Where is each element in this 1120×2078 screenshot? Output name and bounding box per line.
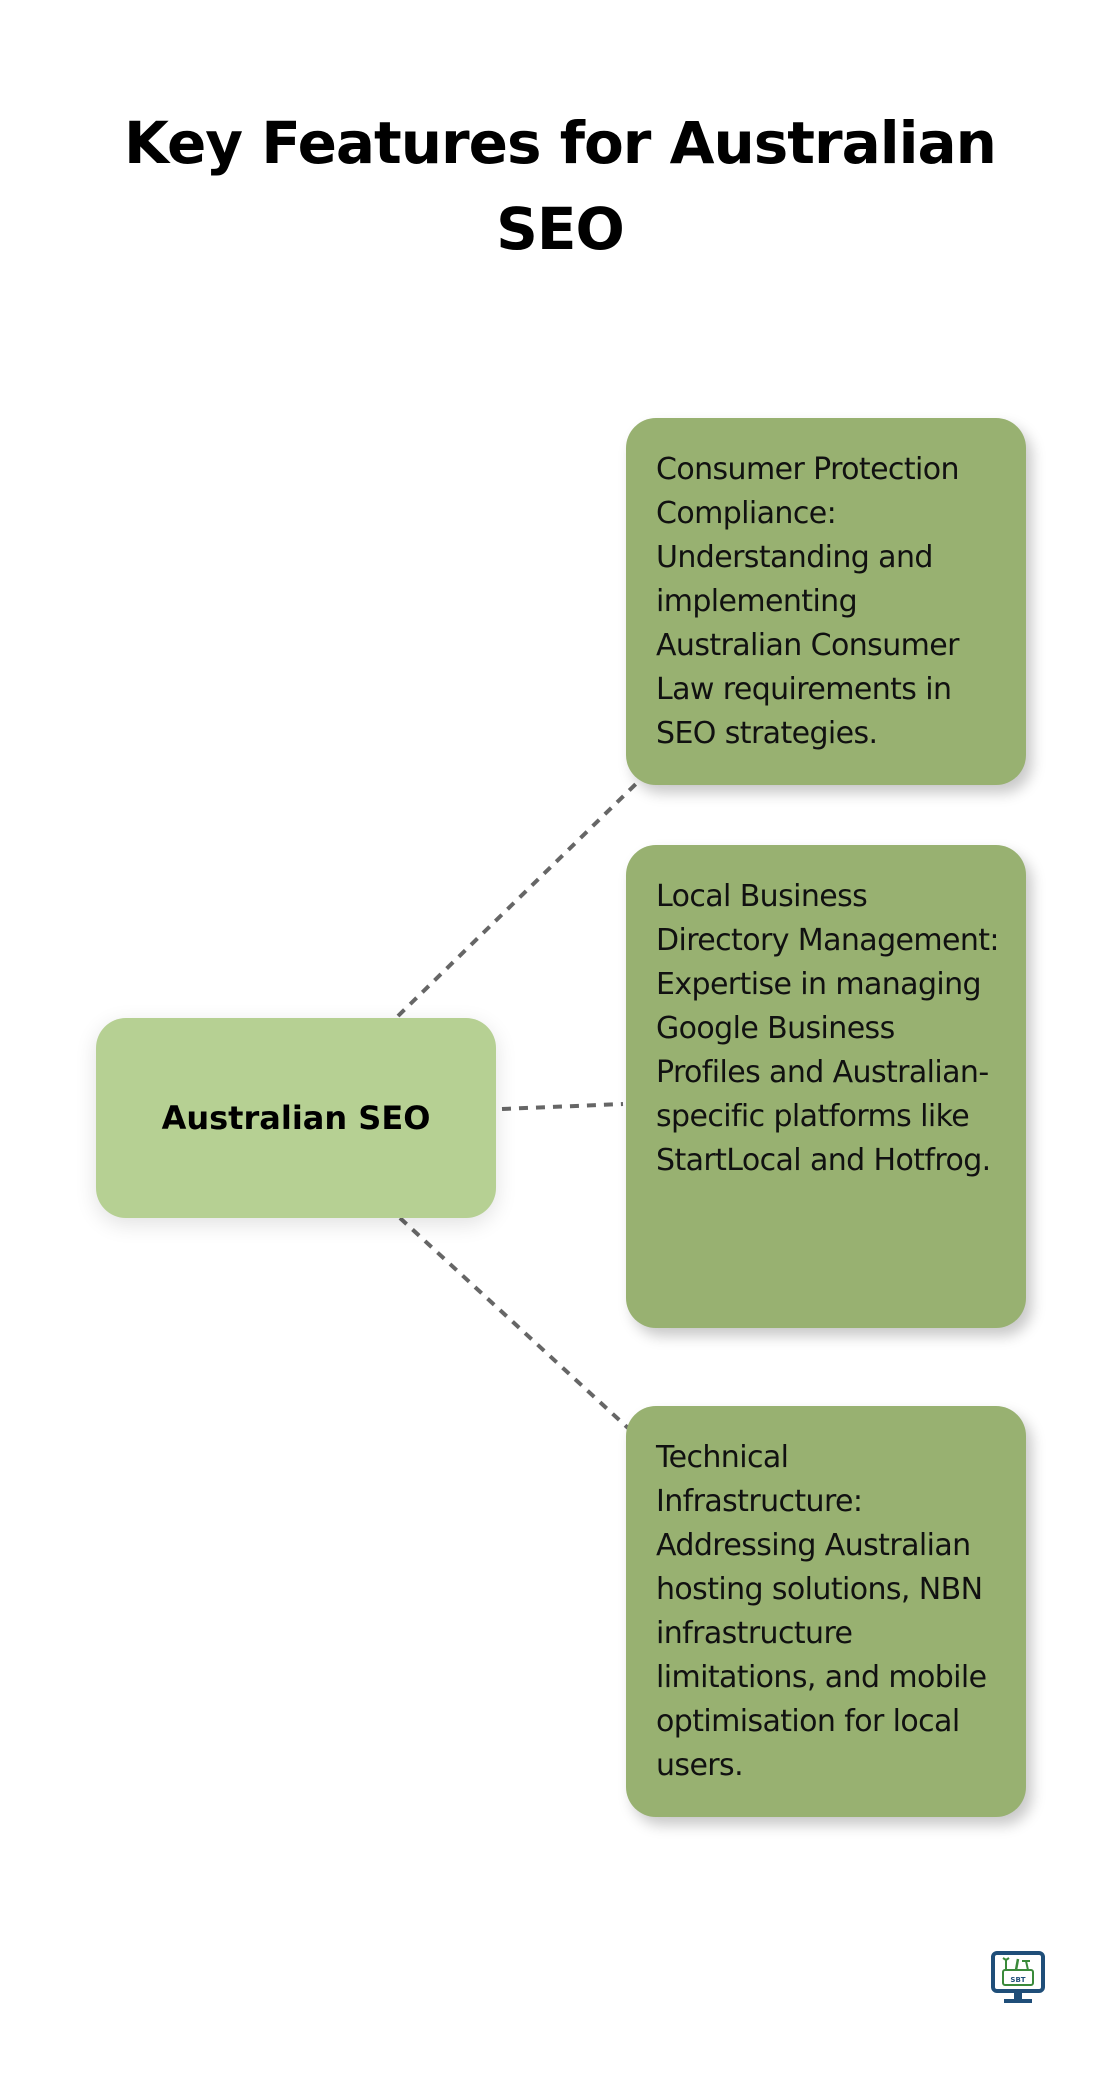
logo-text: SBT [1010, 1976, 1025, 1984]
feature-node-consumer-protection: Consumer Protection Compliance: Understa… [626, 418, 1026, 785]
feature-text: Consumer Protection Compliance: Understa… [656, 452, 959, 751]
connector-to-feature-3 [398, 1216, 630, 1430]
center-node: Australian SEO [96, 1018, 496, 1218]
feature-node-local-directory: Local Business Directory Management: Exp… [626, 845, 1026, 1328]
feature-node-technical-infrastructure: Technical Infrastructure: Addressing Aus… [626, 1406, 1026, 1817]
monitor-toolbox-icon: SBT [991, 1951, 1045, 2003]
connector-to-feature-1 [396, 775, 645, 1018]
feature-text: Technical Infrastructure: Addressing Aus… [656, 1440, 987, 1783]
center-node-label: Australian SEO [161, 1099, 431, 1137]
feature-text: Local Business Directory Management: Exp… [656, 879, 1000, 1178]
diagram-title: Key Features for Australian SEO [124, 109, 997, 263]
connector-to-feature-2 [501, 1102, 624, 1111]
